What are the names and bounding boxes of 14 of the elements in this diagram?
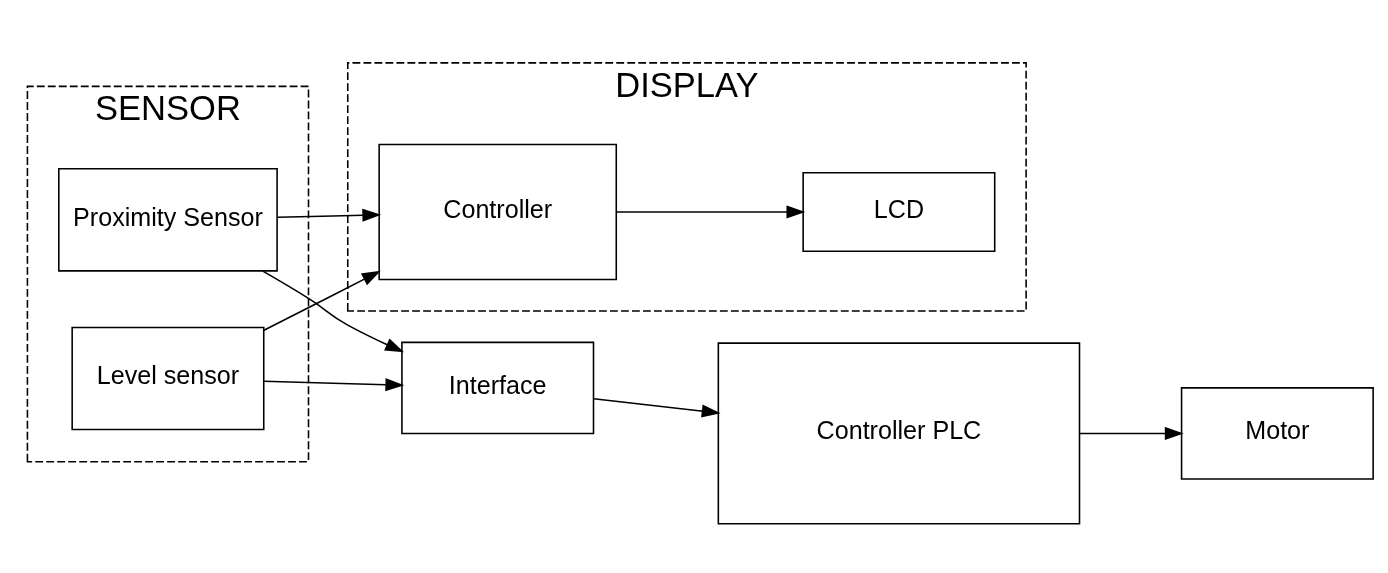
arrow [1079, 426, 1184, 440]
arrow [262, 269, 404, 352]
arrow [592, 397, 721, 418]
arrow [615, 204, 806, 219]
node-box: Motor [1180, 386, 1374, 480]
node-box: Controller PLC [717, 341, 1081, 524]
node-box: LCD [802, 171, 996, 252]
arrow [263, 377, 405, 391]
node-box: Level sensor [71, 326, 265, 430]
node-box: Proximity Sensor [58, 167, 278, 272]
node-box: Controller [378, 143, 618, 280]
node-box: Interface [401, 341, 595, 434]
arrow [263, 270, 381, 331]
arrow [276, 208, 382, 222]
